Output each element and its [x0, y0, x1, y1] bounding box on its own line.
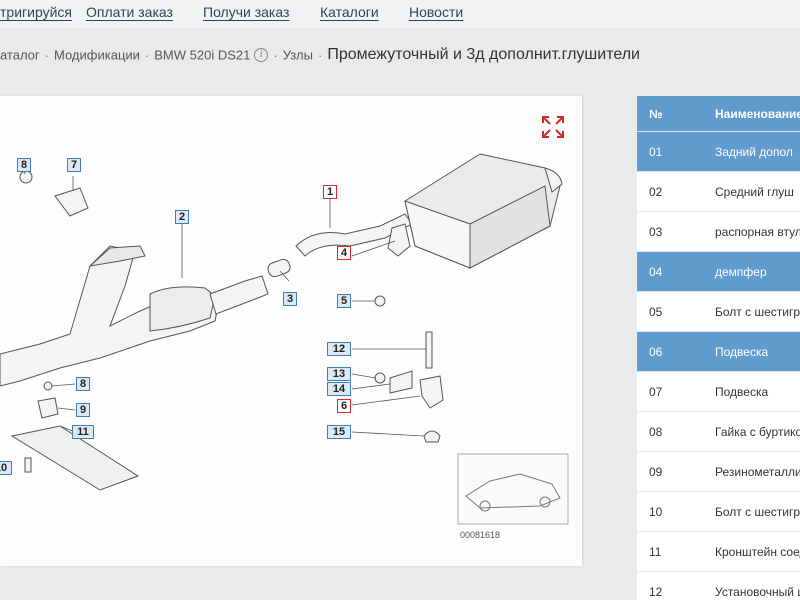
diagram-code: 00081618	[460, 530, 500, 540]
table-header: № Наименование	[637, 96, 800, 132]
callout-14[interactable]: 14	[327, 382, 351, 396]
row-part-name: демпфер	[715, 265, 767, 279]
diagram-panel: 00081618 8 7 2 1 3 4 5 12 13 14 6 15 8 9…	[0, 96, 583, 566]
nav-link-get-order[interactable]: Получи заказ	[203, 4, 290, 20]
callout-8-bottom[interactable]: 8	[76, 377, 90, 391]
row-number: 10	[649, 505, 663, 519]
table-row[interactable]: 09 Резинометалли	[637, 452, 800, 492]
callout-9[interactable]: 9	[76, 403, 90, 417]
row-part-name: Подвеска	[715, 345, 769, 359]
row-number: 08	[649, 425, 663, 439]
callout-15[interactable]: 15	[327, 425, 351, 439]
row-number: 05	[649, 305, 663, 319]
callout-6[interactable]: 6	[337, 399, 351, 413]
row-part-name: распорная втул	[715, 225, 800, 239]
info-icon[interactable]: i	[254, 48, 269, 62]
row-number: 01	[649, 145, 663, 159]
callout-12[interactable]: 12	[327, 342, 351, 356]
callout-10[interactable]: 10	[0, 461, 12, 475]
table-row[interactable]: 06 Подвеска	[637, 332, 800, 372]
exhaust-diagram[interactable]: 00081618	[0, 96, 582, 566]
page-title: Промежуточный и 3д дополнит.глушители	[327, 46, 640, 63]
row-number: 12	[649, 585, 663, 599]
row-number: 04	[649, 265, 663, 279]
row-part-name: Установочный ш	[715, 585, 800, 599]
table-row[interactable]: 01 Задний допол	[637, 132, 800, 172]
row-part-name: Средний глуш	[715, 185, 794, 199]
row-part-name: Подвеска	[715, 385, 769, 399]
table-row[interactable]: 07 Подвеска	[637, 372, 800, 412]
callout-11[interactable]: 11	[72, 425, 94, 439]
callout-4[interactable]: 4	[337, 246, 351, 260]
nav-link-pay-order[interactable]: Оплати заказ	[86, 4, 173, 20]
row-part-name: Резинометалли	[715, 465, 800, 479]
breadcrumb-model[interactable]: BMW 520i DS21	[154, 47, 251, 63]
row-number: 11	[649, 545, 662, 559]
header-num[interactable]: №	[649, 107, 663, 121]
callout-8-top[interactable]: 8	[17, 158, 31, 172]
row-part-name: Задний допол	[715, 145, 793, 159]
breadcrumb-modifications[interactable]: Модификации	[54, 47, 140, 63]
nav-link-catalogs[interactable]: Каталоги	[320, 4, 379, 20]
table-row[interactable]: 04 демпфер	[637, 252, 800, 292]
expand-arrows-icon[interactable]	[540, 114, 566, 140]
row-number: 06	[649, 345, 663, 359]
callout-5[interactable]: 5	[337, 294, 351, 308]
table-row[interactable]: 02 Средний глуш	[637, 172, 800, 212]
callout-1[interactable]: 1	[323, 185, 337, 199]
table-row[interactable]: 08 Гайка с буртико	[637, 412, 800, 452]
row-number: 02	[649, 185, 663, 199]
row-part-name: Болт с шестигр	[715, 505, 800, 519]
callout-2[interactable]: 2	[175, 210, 189, 224]
nav-link-register[interactable]: тригируйся	[0, 4, 72, 20]
row-part-name: Болт с шестигр	[715, 305, 800, 319]
row-part-name: Гайка с буртико	[715, 425, 800, 439]
breadcrumb: каталог·Модификации·BMW 520i DS21i·Узлы·…	[0, 46, 640, 70]
table-row[interactable]: 11 Кронштейн соед	[637, 532, 800, 572]
table-row[interactable]: 12 Установочный ш	[637, 572, 800, 600]
callout-7[interactable]: 7	[67, 158, 81, 172]
table-row[interactable]: 03 распорная втул	[637, 212, 800, 252]
table-row[interactable]: 05 Болт с шестигр	[637, 292, 800, 332]
row-number: 09	[649, 465, 663, 479]
row-number: 03	[649, 225, 663, 239]
top-nav: тригируйся Оплати заказ Получи заказ Кат…	[0, 0, 800, 28]
breadcrumb-catalog[interactable]: каталог	[0, 47, 40, 63]
row-number: 07	[649, 385, 663, 399]
header-name[interactable]: Наименование	[715, 107, 800, 121]
callout-13[interactable]: 13	[327, 367, 351, 381]
nav-link-news[interactable]: Новости	[409, 4, 464, 20]
parts-table: № Наименование 01 Задний допол 02 Средний г…	[637, 96, 800, 600]
row-part-name: Кронштейн соед	[715, 545, 800, 559]
callout-3[interactable]: 3	[283, 292, 297, 306]
breadcrumb-nodes[interactable]: Узлы	[282, 47, 313, 63]
table-row[interactable]: 10 Болт с шестигр	[637, 492, 800, 532]
